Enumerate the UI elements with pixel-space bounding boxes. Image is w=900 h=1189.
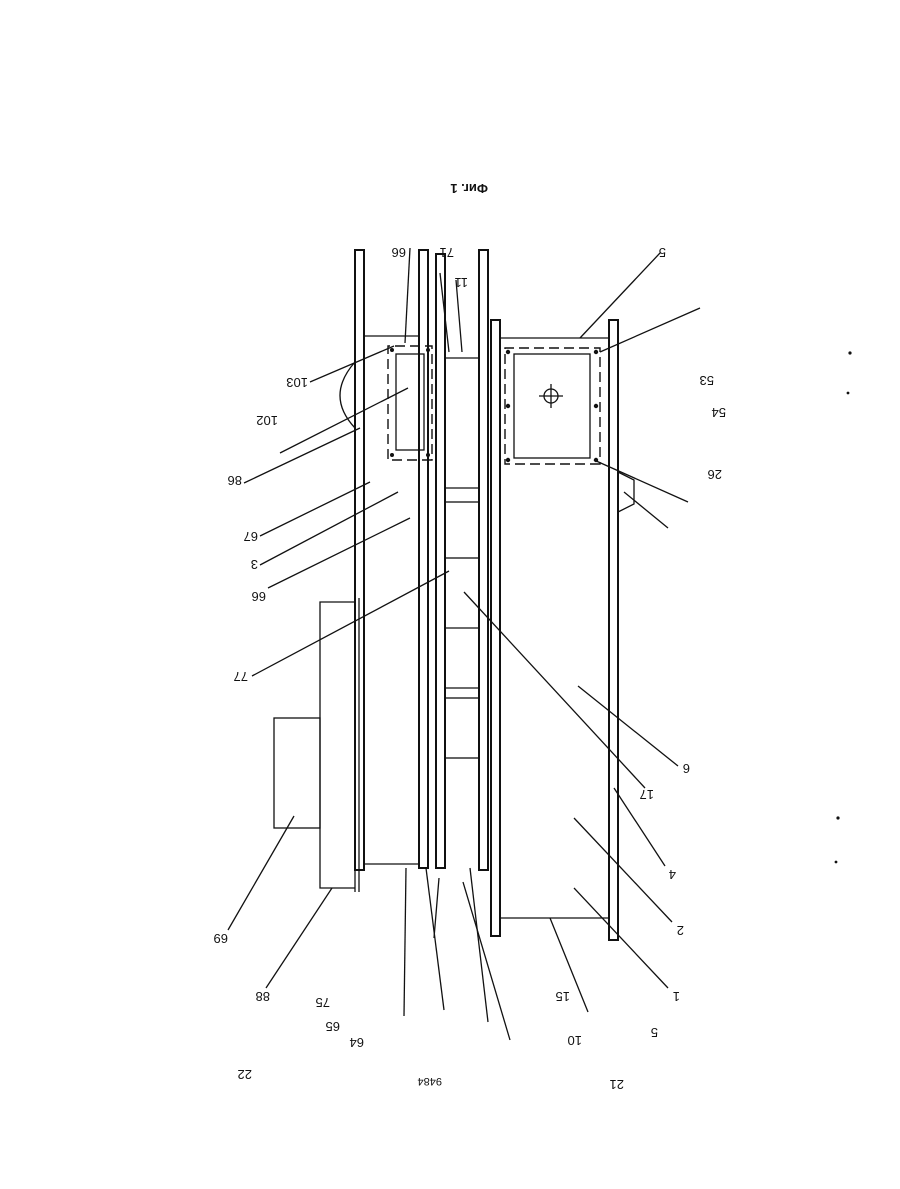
box-53 <box>514 354 590 458</box>
segment-15 <box>445 698 479 758</box>
leader-lines <box>228 248 700 1040</box>
page-number-center: 9484 <box>418 1075 442 1087</box>
right-assembly <box>491 320 634 940</box>
segment-17 <box>445 502 479 558</box>
label-66-top: 66 <box>392 245 406 260</box>
label-77: 77 <box>234 669 248 684</box>
label-102: 102 <box>256 413 278 428</box>
speck <box>847 392 850 395</box>
label-66-mid: 66 <box>252 589 266 604</box>
frame-54 <box>505 348 600 464</box>
left-assembly <box>274 250 432 892</box>
drawing-content: 66 71 11 5 103 53 102 54 86 26 67 3 66 7… <box>214 181 852 1092</box>
plate-75 <box>436 254 445 868</box>
label-71: 71 <box>440 245 454 260</box>
label-3: 3 <box>251 557 258 572</box>
label-26: 26 <box>708 467 722 482</box>
label-64: 64 <box>350 1035 364 1050</box>
label-53: 53 <box>700 373 714 388</box>
label-5-top: 5 <box>659 245 666 260</box>
plate-64 <box>419 250 428 868</box>
middle-assembly <box>436 250 488 870</box>
page-number-left: 22 <box>238 1067 252 1082</box>
label-54: 54 <box>712 405 726 420</box>
label-67: 67 <box>244 529 258 544</box>
plate-1 <box>491 320 500 936</box>
label-2: 2 <box>677 923 684 938</box>
bump-26 <box>618 472 634 512</box>
label-17: 17 <box>640 787 654 802</box>
box-69 <box>274 718 320 828</box>
speck <box>848 351 851 354</box>
label-103: 103 <box>286 375 308 390</box>
label-69: 69 <box>214 931 228 946</box>
label-15: 15 <box>556 989 570 1004</box>
speck <box>835 861 838 864</box>
label-86: 86 <box>228 473 242 488</box>
label-10: 10 <box>568 1033 582 1048</box>
labels: 66 71 11 5 103 53 102 54 86 26 67 3 66 7… <box>214 245 726 1050</box>
plate-4 <box>609 320 618 940</box>
label-4: 4 <box>669 867 676 882</box>
label-11: 11 <box>455 275 469 290</box>
figure-caption: Фиг. 1 <box>450 181 488 196</box>
speck <box>836 816 839 819</box>
label-6: 6 <box>683 761 690 776</box>
label-5-bot: 5 <box>651 1025 658 1040</box>
label-88: 88 <box>256 989 270 1004</box>
label-1: 1 <box>673 989 680 1004</box>
label-65: 65 <box>326 1019 340 1034</box>
plate-10 <box>479 250 488 870</box>
control-box-88 <box>320 602 355 888</box>
page-number-right: 21 <box>610 1077 624 1092</box>
label-75: 75 <box>316 995 330 1010</box>
